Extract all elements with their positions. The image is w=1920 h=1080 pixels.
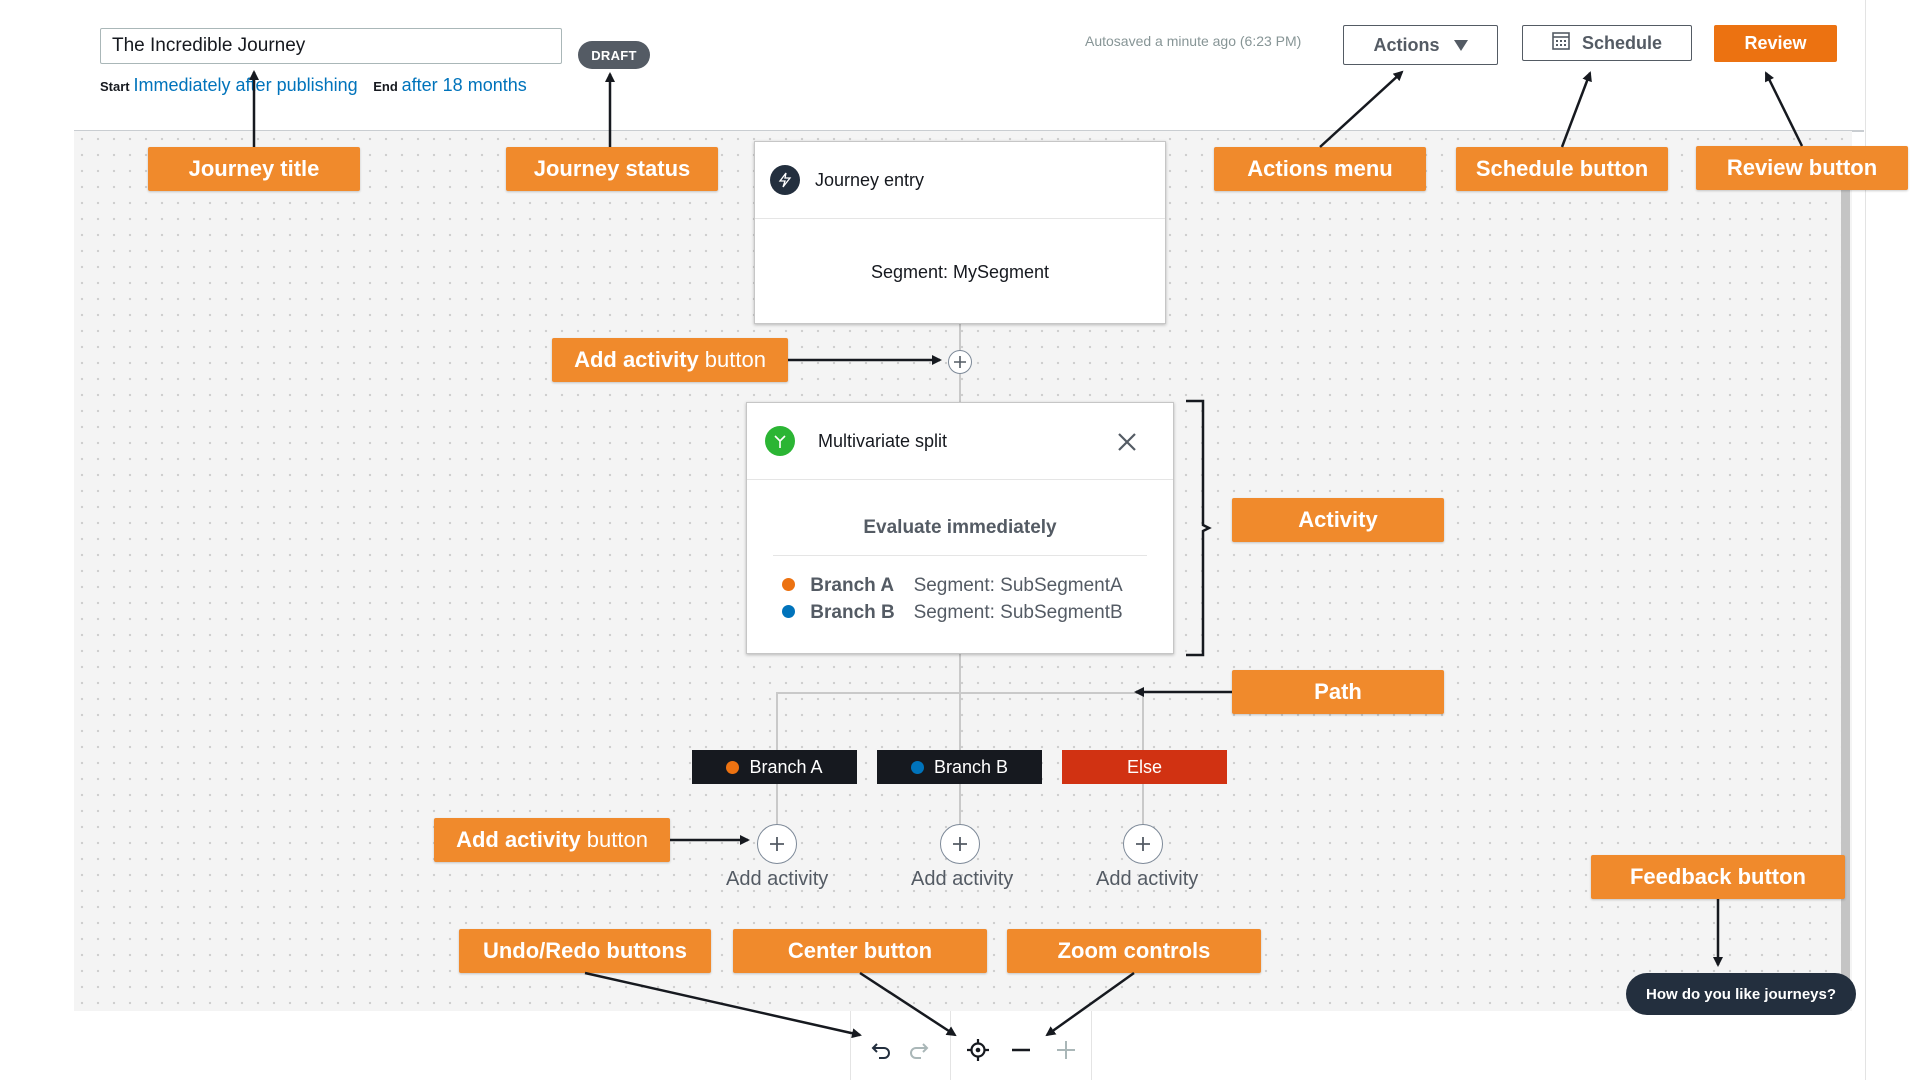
start-link[interactable]: Immediately after publishing [133, 75, 358, 95]
journey-entry-card[interactable]: Journey entry Segment: MySegment [754, 141, 1166, 324]
split-icon [765, 426, 795, 456]
entry-segment: Segment: MySegment [870, 262, 1050, 282]
add-activity-label[interactable]: Add activity [726, 868, 829, 890]
add-activity-button[interactable] [948, 350, 972, 374]
path-tag-label: Else [1126, 756, 1162, 777]
actions-menu-button[interactable]: Actions [1343, 25, 1498, 65]
end-label: End [373, 79, 398, 94]
add-activity-label[interactable]: Add activity [911, 868, 1014, 890]
callout-thin: button [586, 827, 648, 852]
path-line [959, 784, 961, 824]
callout-path: Path [1232, 670, 1444, 714]
history-controls [850, 1011, 952, 1080]
branch-row: Branch B Segment: SubSegmentB [782, 602, 1123, 624]
activity-bracket [1186, 399, 1212, 657]
branch-name: Branch A [810, 575, 895, 596]
end-link[interactable]: after 18 months [401, 75, 527, 95]
actions-label: Actions [1373, 34, 1440, 55]
path-line [1142, 784, 1144, 824]
card-title: Multivariate split [818, 431, 948, 451]
callout-schedule-button: Schedule button [1456, 147, 1668, 191]
branch-a-dot [726, 760, 740, 774]
evaluate-text: Evaluate immediately [863, 517, 1057, 538]
target-icon[interactable] [962, 1034, 994, 1066]
minus-icon[interactable] [1005, 1034, 1037, 1066]
branch-segment: Segment: SubSegmentA [913, 575, 1123, 596]
card-title: Journey entry [815, 170, 925, 190]
branch-name: Branch B [810, 602, 895, 623]
add-activity-button[interactable] [1123, 824, 1163, 864]
caret-down-icon [1453, 35, 1468, 56]
calendar-icon [1552, 31, 1570, 55]
callout-feedback-button: Feedback button [1591, 855, 1845, 899]
schedule-label: Schedule [1581, 32, 1663, 53]
journey-title-input[interactable] [100, 28, 562, 64]
branch-segment: Segment: SubSegmentB [913, 602, 1123, 623]
card-header: Multivariate split [747, 403, 1173, 480]
path-line [959, 652, 961, 820]
plus-icon [953, 837, 967, 851]
callout-actions-menu: Actions menu [1214, 147, 1426, 191]
path-line [776, 784, 778, 824]
branch-b-dot [910, 760, 924, 774]
status-badge: DRAFT [578, 41, 650, 69]
callout-review-button: Review button [1696, 146, 1908, 190]
add-activity-button[interactable] [940, 824, 980, 864]
autosave-status: Autosaved a minute ago (6:23 PM) [1085, 33, 1302, 49]
feedback-button[interactable]: How do you like journeys? [1626, 973, 1856, 1015]
start-label: Start [100, 79, 130, 94]
callout-thin: button [704, 347, 766, 372]
schedule-summary: Start Immediately after publishing End a… [100, 75, 527, 96]
plus-icon [954, 356, 966, 368]
callout-bold: Add activity [456, 827, 581, 852]
close-icon[interactable] [1113, 428, 1141, 456]
callout-journey-title: Journey title [148, 147, 360, 191]
journey-header [74, 0, 1864, 132]
divider [773, 555, 1147, 556]
plus-icon [1136, 837, 1150, 851]
path-tag-branch-b[interactable]: Branch B [877, 750, 1042, 784]
lightning-icon [770, 165, 800, 195]
callout-bold: Add activity [574, 347, 699, 372]
path-tag-label: Branch B [933, 756, 1009, 777]
callout-activity: Activity [1232, 498, 1444, 542]
add-activity-label[interactable]: Add activity [1096, 868, 1199, 890]
branch-a-dot [782, 578, 795, 591]
path-line [776, 692, 1144, 694]
add-activity-button[interactable] [757, 824, 797, 864]
callout-undo-redo: Undo/Redo buttons [459, 929, 711, 973]
schedule-button[interactable]: Schedule [1522, 25, 1692, 61]
plus-icon[interactable] [1050, 1034, 1082, 1066]
callout-journey-status: Journey status [506, 147, 718, 191]
branch-b-dot [782, 605, 795, 618]
plus-icon [770, 837, 784, 851]
callout-center-button: Center button [733, 929, 987, 973]
callout-zoom-controls: Zoom controls [1007, 929, 1261, 973]
path-tag-else[interactable]: Else [1062, 750, 1227, 784]
multivariate-split-card[interactable]: Multivariate split Evaluate immediately … [746, 402, 1174, 654]
branch-row: Branch A Segment: SubSegmentA [782, 575, 1123, 597]
path-tag-branch-a[interactable]: Branch A [692, 750, 857, 784]
redo-icon[interactable] [904, 1036, 932, 1064]
review-button[interactable]: Review [1714, 25, 1837, 62]
card-header: Journey entry [755, 142, 1165, 219]
undo-icon[interactable] [868, 1036, 896, 1064]
path-tag-label: Branch A [749, 756, 823, 777]
canvas-scrollbar[interactable] [1841, 180, 1850, 1010]
